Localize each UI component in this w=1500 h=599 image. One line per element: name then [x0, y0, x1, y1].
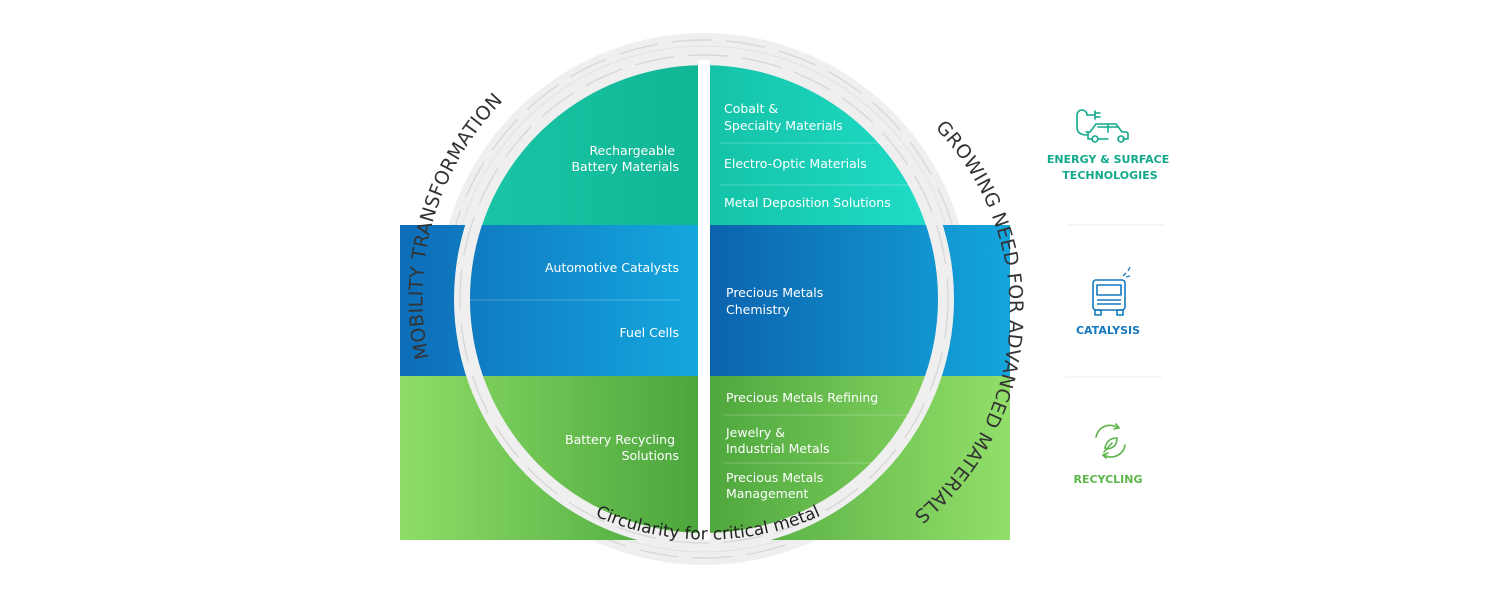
label-jewelry-industrial-metals: Jewelry & Industrial Metals	[725, 425, 830, 456]
segment-dividers	[470, 142, 925, 464]
label-rechargeable-battery-materials: Rechargeable Battery Materials	[571, 143, 679, 174]
legend-label-recycling: RECYCLING	[1073, 473, 1142, 486]
truck-icon	[1092, 266, 1131, 316]
label-cobalt-specialty-materials: Cobalt & Specialty Materials	[724, 101, 843, 133]
label-precious-metals-management: Precious Metals Management	[726, 470, 827, 501]
label-precious-metals-chemistry: Precious Metals Chemistry	[726, 285, 827, 317]
legend: ENERGY & SURFACE TECHNOLOGIES CATALYSIS	[1047, 109, 1173, 486]
legend-label-energy: ENERGY & SURFACE TECHNOLOGIES	[1047, 153, 1173, 182]
label-automotive-catalysts: Automotive Catalysts	[545, 260, 679, 275]
ring-dashes-overlay	[459, 54, 949, 544]
electric-car-icon	[1076, 109, 1129, 143]
legend-label-catalysis: CATALYSIS	[1076, 324, 1140, 337]
right-half	[710, 65, 1010, 540]
label-precious-metals-refining: Precious Metals Refining	[726, 390, 878, 405]
recycle-leaf-icon	[1095, 423, 1126, 459]
left-half	[400, 65, 698, 540]
label-fuel-cells: Fuel Cells	[620, 325, 679, 340]
label-electro-optic-materials: Electro-Optic Materials	[724, 156, 867, 171]
label-battery-recycling-solutions: Battery Recycling Solutions	[565, 432, 679, 463]
label-metal-deposition-solutions: Metal Deposition Solutions	[724, 195, 891, 210]
center-divider	[698, 60, 710, 540]
